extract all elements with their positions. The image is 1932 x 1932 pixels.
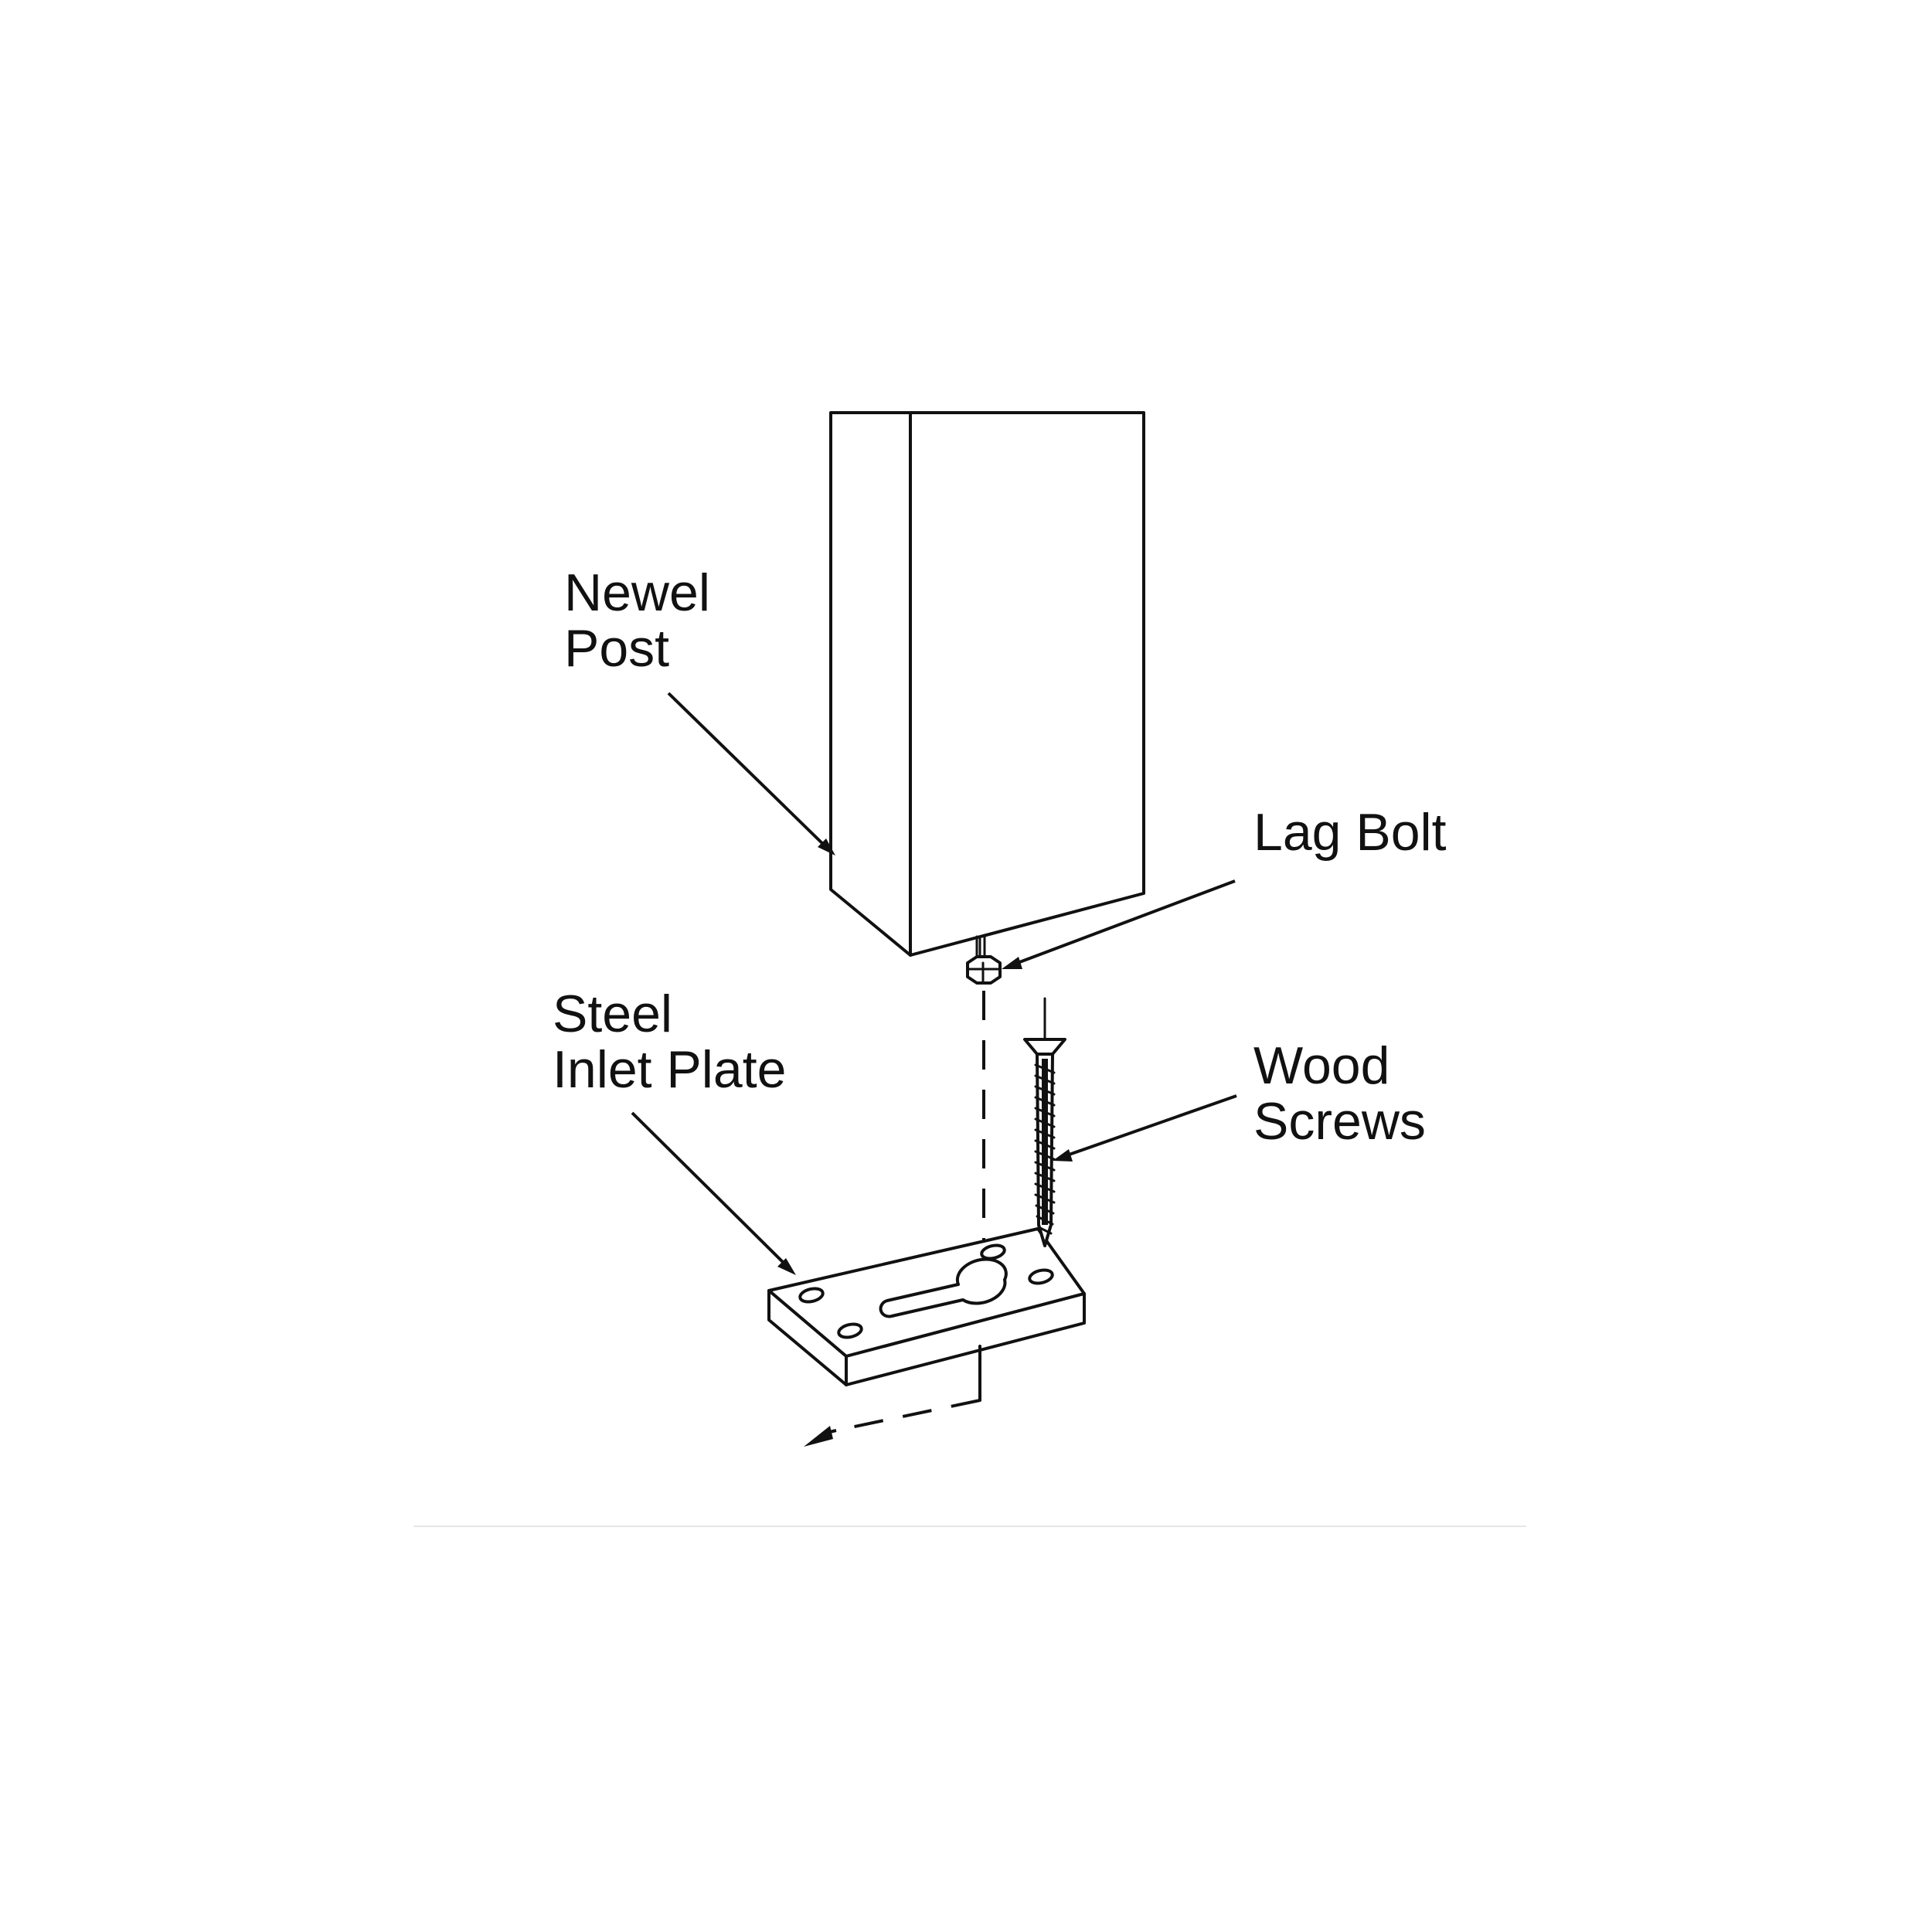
plate-screw-hole	[980, 1243, 1006, 1260]
lag-bolt-label: Lag Bolt	[1253, 803, 1447, 862]
steel-inlet-plate-label: Steel Inlet Plate	[553, 985, 786, 1099]
wood-screws-label: Wood Screws	[1253, 1036, 1426, 1151]
plate-screw-hole	[1028, 1268, 1054, 1285]
plate-front-right-face	[845, 1292, 1086, 1386]
plate-direction-arrow	[804, 1399, 981, 1447]
newel-post	[829, 411, 1145, 957]
plate-keyhole-slot	[879, 1257, 1008, 1318]
newel-post-right-face	[909, 411, 1145, 957]
newel-post-label: Newel Post	[564, 563, 725, 678]
plate-screw-hole	[837, 1322, 863, 1339]
plate-screw-hole	[798, 1287, 825, 1304]
leader-lines	[631, 692, 1237, 1275]
wood-screw-head	[1023, 1038, 1066, 1056]
wood-screws-leader	[1060, 1094, 1237, 1159]
steel-inlet-plate	[767, 1227, 1086, 1402]
lag-bolt	[966, 934, 1002, 985]
newel-post-left-face	[829, 411, 912, 957]
lag-bolt-leader	[1009, 879, 1236, 968]
wood-screw	[1023, 997, 1066, 1247]
newel-post-leader	[667, 692, 831, 852]
steel-inlet-plate-leader	[631, 1111, 790, 1269]
